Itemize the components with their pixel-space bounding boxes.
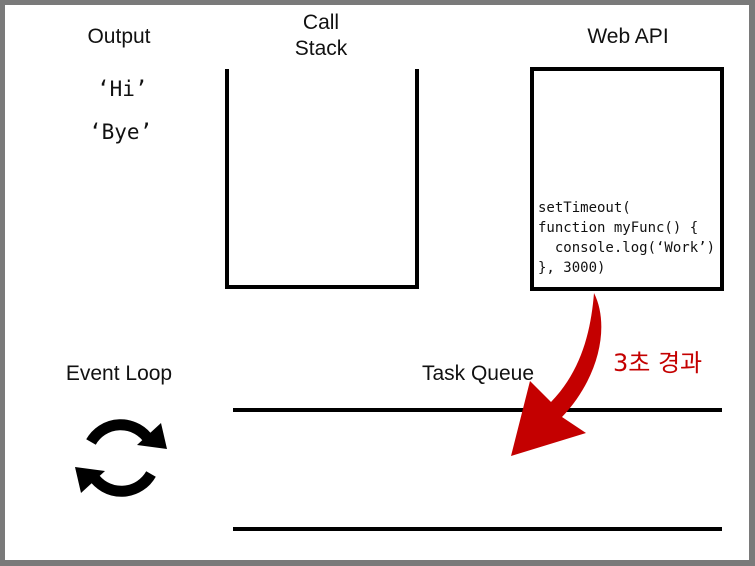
web-api-box [530,67,724,291]
elapsed-time-label: 3초 경과 [613,349,703,377]
call-stack-title-line2: Stack [294,37,348,60]
web-api-code-line-2: function myFunc() { [538,220,699,236]
web-api-title: Web API [587,25,669,48]
call-stack-box [225,69,419,289]
curved-arrow-icon [511,293,602,456]
output-line-hi: ‘Hi’ [97,77,148,101]
output-line-bye: ‘Bye’ [89,120,153,144]
refresh-arrowheads [75,423,167,493]
task-queue-title: Task Queue [421,362,535,385]
output-title: Output [87,25,151,48]
call-stack-title-line1: Call [302,11,340,34]
event-loop-diagram: Output ‘Hi’ ‘Bye’ Call Stack Web API set… [5,5,749,560]
diagram-shapes [75,67,724,531]
refresh-icon [86,419,156,497]
web-api-code-line-1: setTimeout( [538,200,631,216]
web-api-code-line-4: }, 3000) [538,260,606,276]
event-loop-title: Event Loop [65,362,173,385]
web-api-code-line-3: console.log(‘Work’) [538,240,716,256]
